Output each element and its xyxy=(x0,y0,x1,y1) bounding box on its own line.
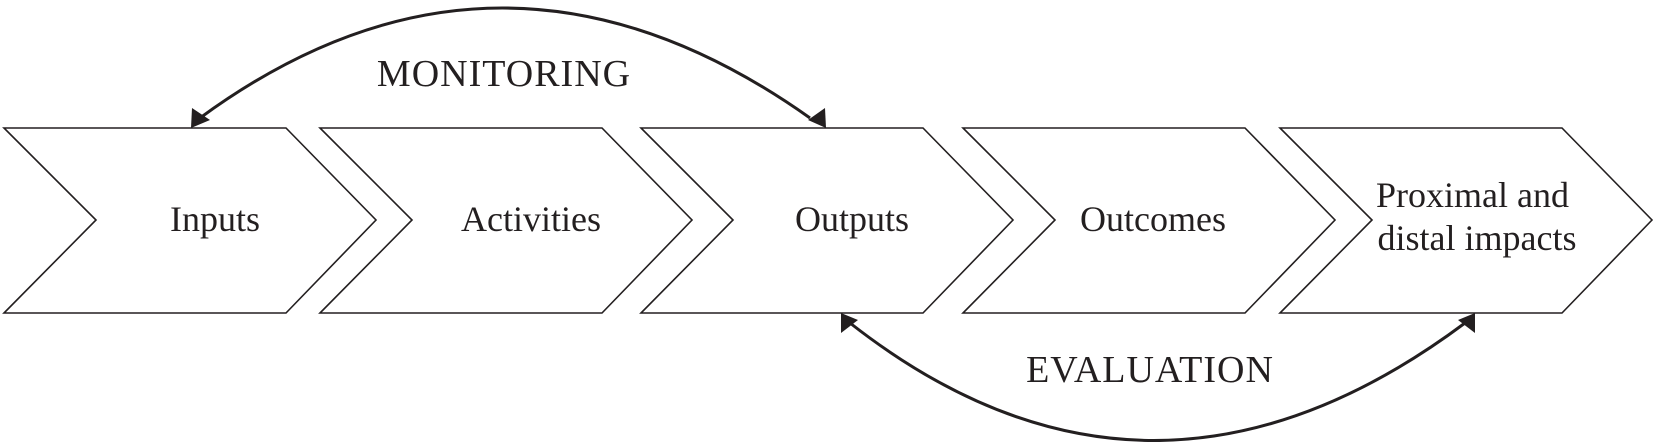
monitoring-arc: MONITORING xyxy=(191,6,826,128)
evaluation-arc: EVALUATION xyxy=(841,313,1475,442)
monitoring-label: MONITORING xyxy=(377,53,631,95)
chevron-outputs xyxy=(639,127,1015,314)
chevron-activities xyxy=(318,127,694,314)
evaluation-arrowhead-right xyxy=(1458,313,1475,333)
chevron-impacts xyxy=(1278,127,1653,314)
evaluation-arc-line xyxy=(849,321,1466,442)
step-label-outcomes: Outcomes xyxy=(1080,199,1226,239)
step-label-inputs: Inputs xyxy=(170,199,260,239)
chevron-inputs xyxy=(2,127,378,314)
monitoring-arrowhead-left xyxy=(191,108,210,128)
evaluation-label: EVALUATION xyxy=(1026,349,1274,391)
process-chevrons xyxy=(2,127,1653,314)
evaluation-arrowhead-left xyxy=(841,313,858,333)
step-label-outputs: Outputs xyxy=(795,199,909,239)
step-label-activities: Activities xyxy=(461,199,601,239)
monitoring-arc-line xyxy=(199,6,811,120)
monitoring-arrowhead-right xyxy=(808,108,826,128)
step-label-impacts: Proximal and distal impacts xyxy=(1376,175,1578,258)
chevron-outcomes xyxy=(961,127,1337,314)
step-labels: Inputs Activities Outputs Outcomes Proxi… xyxy=(170,175,1578,258)
